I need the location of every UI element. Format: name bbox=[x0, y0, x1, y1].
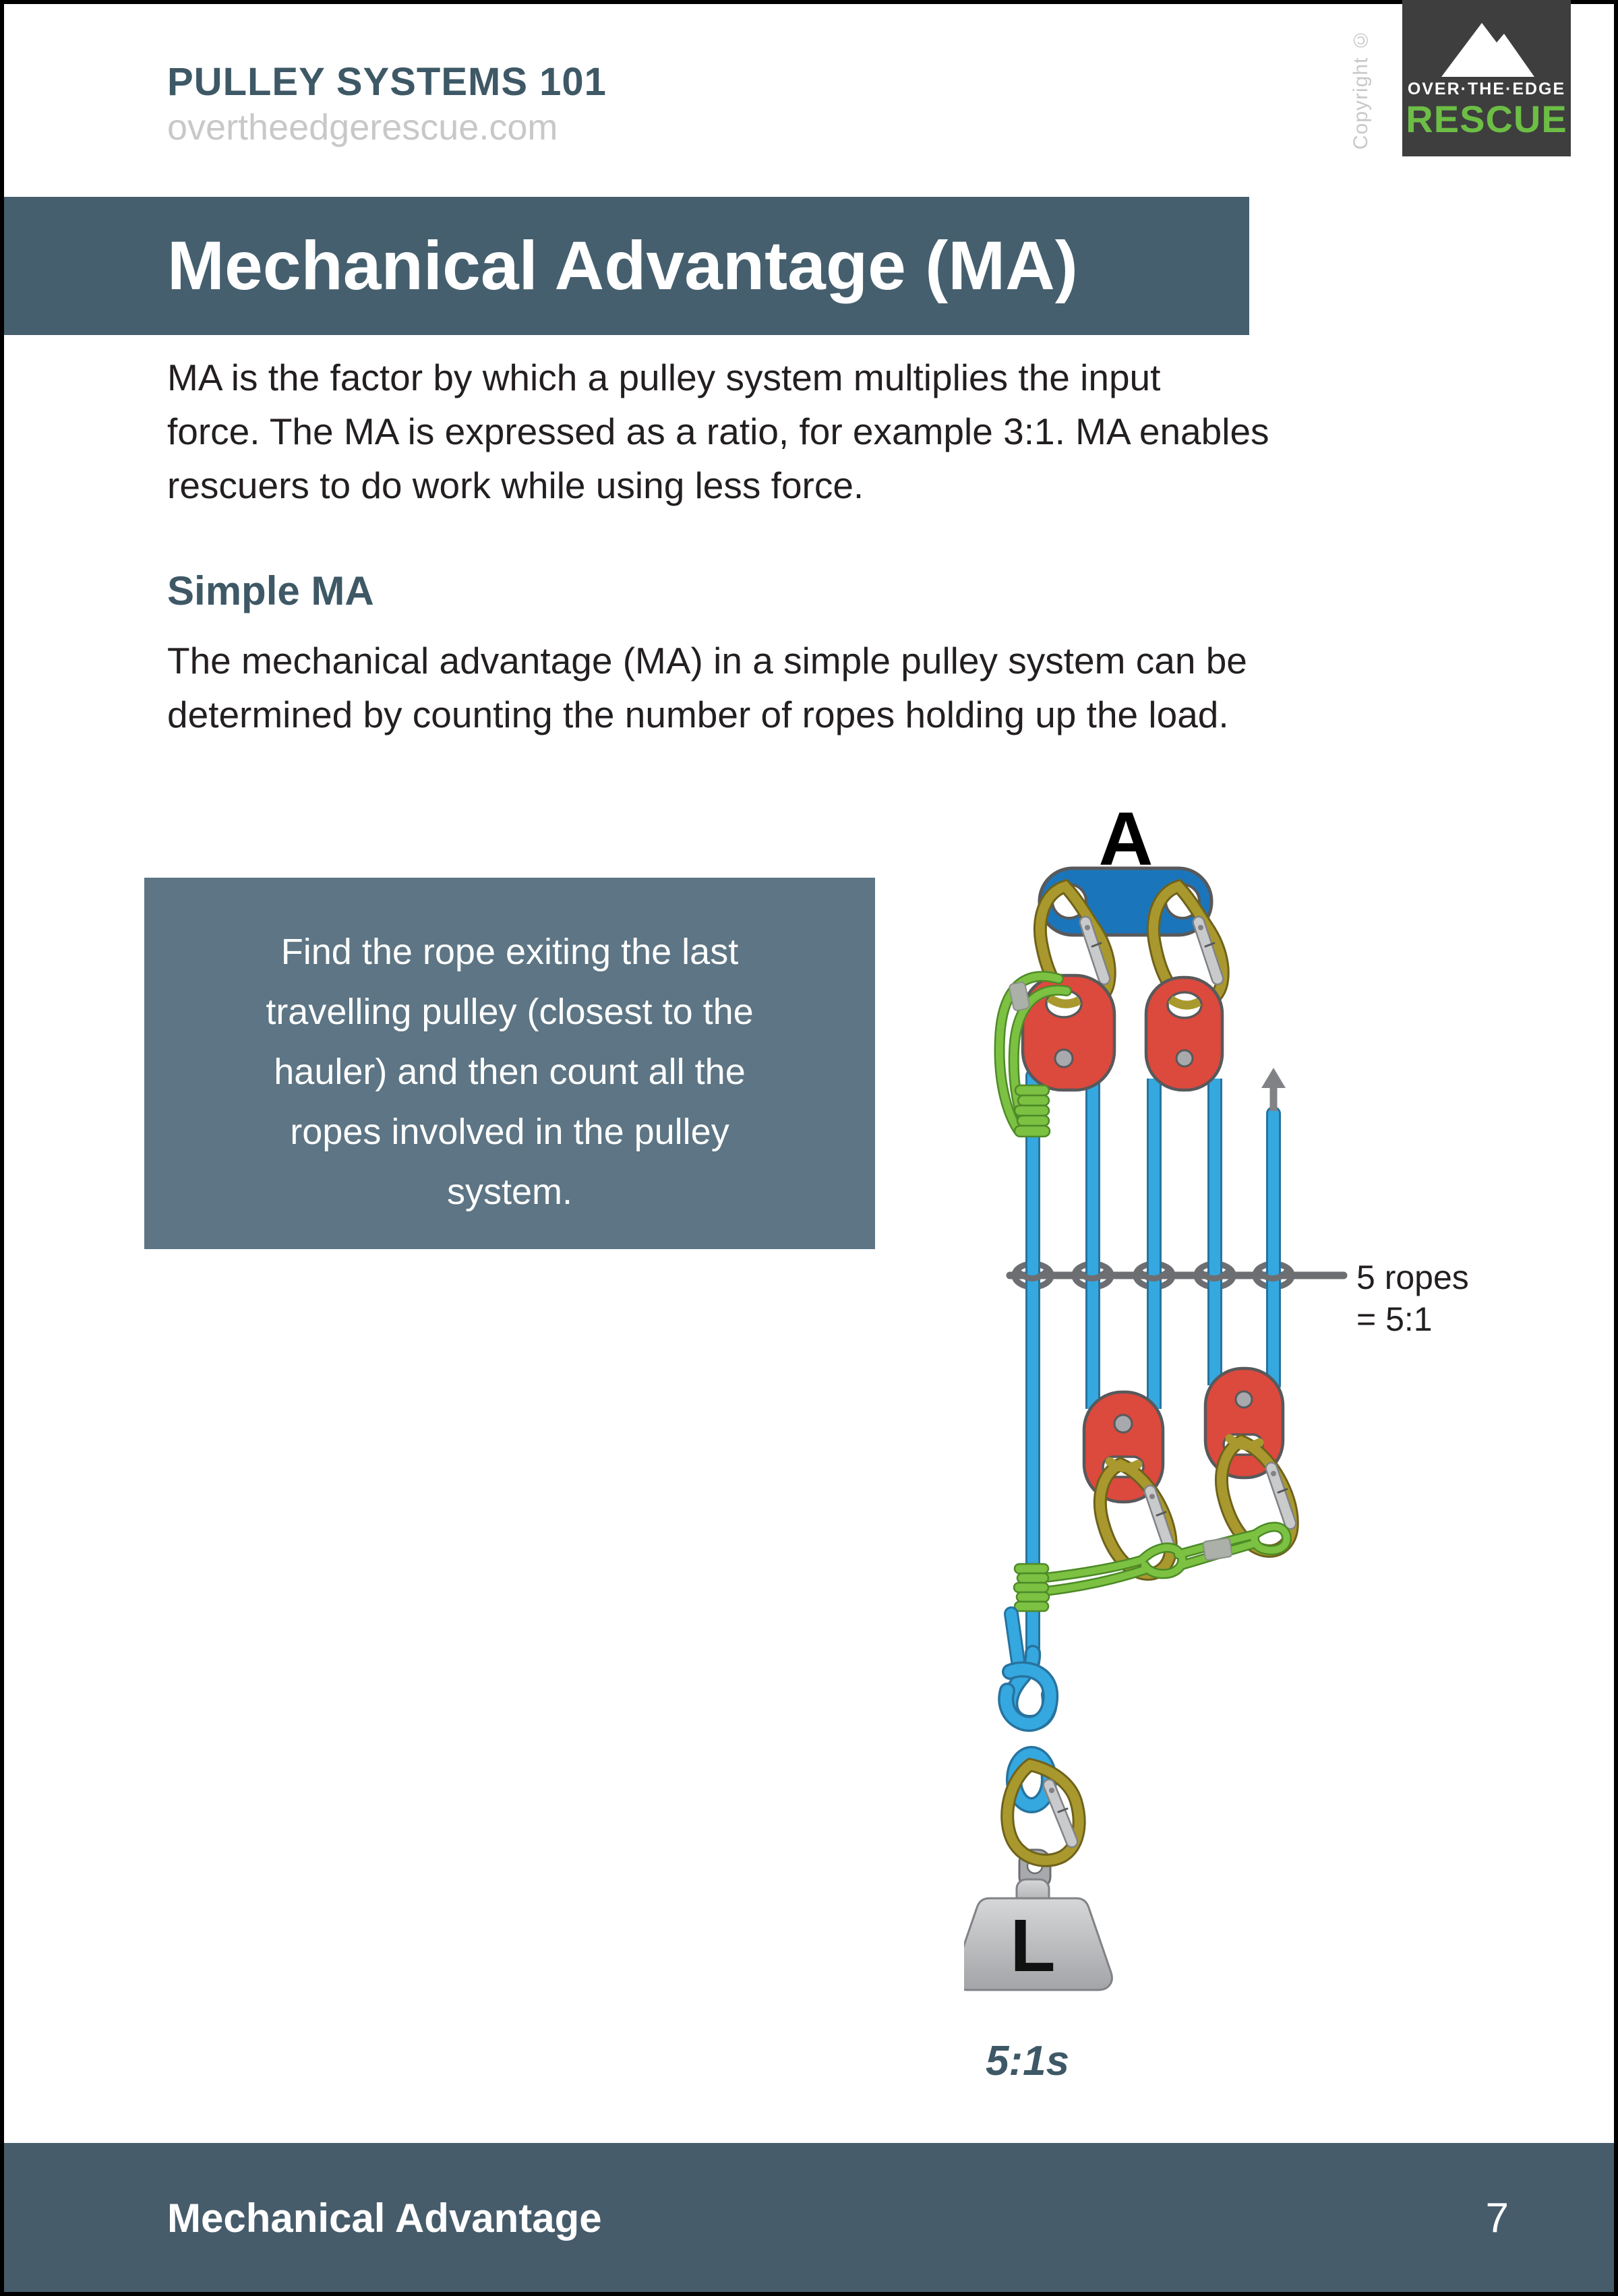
logo-wordmark-top: OVER·THE·EDGE bbox=[1407, 80, 1566, 98]
tractor-prusik-cord bbox=[1042, 1521, 1292, 1596]
rope-ratio-label: = 5:1 bbox=[1356, 1300, 1433, 1338]
haul-direction-arrow-icon bbox=[1261, 1068, 1286, 1111]
rope-counting-bar bbox=[1006, 1261, 1348, 1290]
footer-section-label: Mechanical Advantage bbox=[167, 2195, 602, 2241]
counting-bar-front-wraps bbox=[1015, 1267, 1292, 1281]
load-weight: L bbox=[964, 1878, 1113, 1991]
callout-text: Find the rope exiting the last travellin… bbox=[266, 932, 754, 1212]
banner-title: Mechanical Advantage (MA) bbox=[167, 227, 1078, 304]
rope-count-label: 5 ropes bbox=[1356, 1259, 1469, 1296]
tractor-prusik-coils bbox=[1013, 1563, 1050, 1612]
callout-box: Find the rope exiting the last travellin… bbox=[144, 878, 875, 1249]
footer-page-number: 7 bbox=[1485, 2194, 1509, 2241]
section-banner: Mechanical Advantage (MA) bbox=[3, 197, 1249, 335]
anchor-pulley-right bbox=[1144, 975, 1224, 1092]
footer-bar: Mechanical Advantage 7 bbox=[3, 2143, 1615, 2293]
pulley-system-diagram: A bbox=[964, 797, 1469, 2084]
website-url: overtheedgerescue.com bbox=[167, 107, 558, 148]
copyright-note: Copyright © bbox=[1350, 28, 1372, 150]
ratchet-prusik-coils bbox=[1013, 1084, 1051, 1138]
brand-logo: OVER·THE·EDGE RESCUE bbox=[1402, 0, 1571, 156]
mountain-icon bbox=[1441, 23, 1534, 77]
intro-paragraph: MA is the factor by which a pulley syste… bbox=[167, 357, 1269, 506]
simple-ma-paragraph: The mechanical advantage (MA) in a simpl… bbox=[167, 640, 1247, 735]
subheading-simple-ma: Simple MA bbox=[167, 568, 374, 613]
anchor-pulley-left bbox=[1021, 973, 1116, 1092]
logo-wordmark-main: RESCUE bbox=[1406, 98, 1567, 140]
load-label: L bbox=[1010, 1904, 1055, 1987]
page-title: PULLEY SYSTEMS 101 bbox=[167, 60, 607, 104]
load-carabiner bbox=[1000, 1757, 1086, 1867]
diagram-caption: 5:1s bbox=[986, 2038, 1069, 2084]
